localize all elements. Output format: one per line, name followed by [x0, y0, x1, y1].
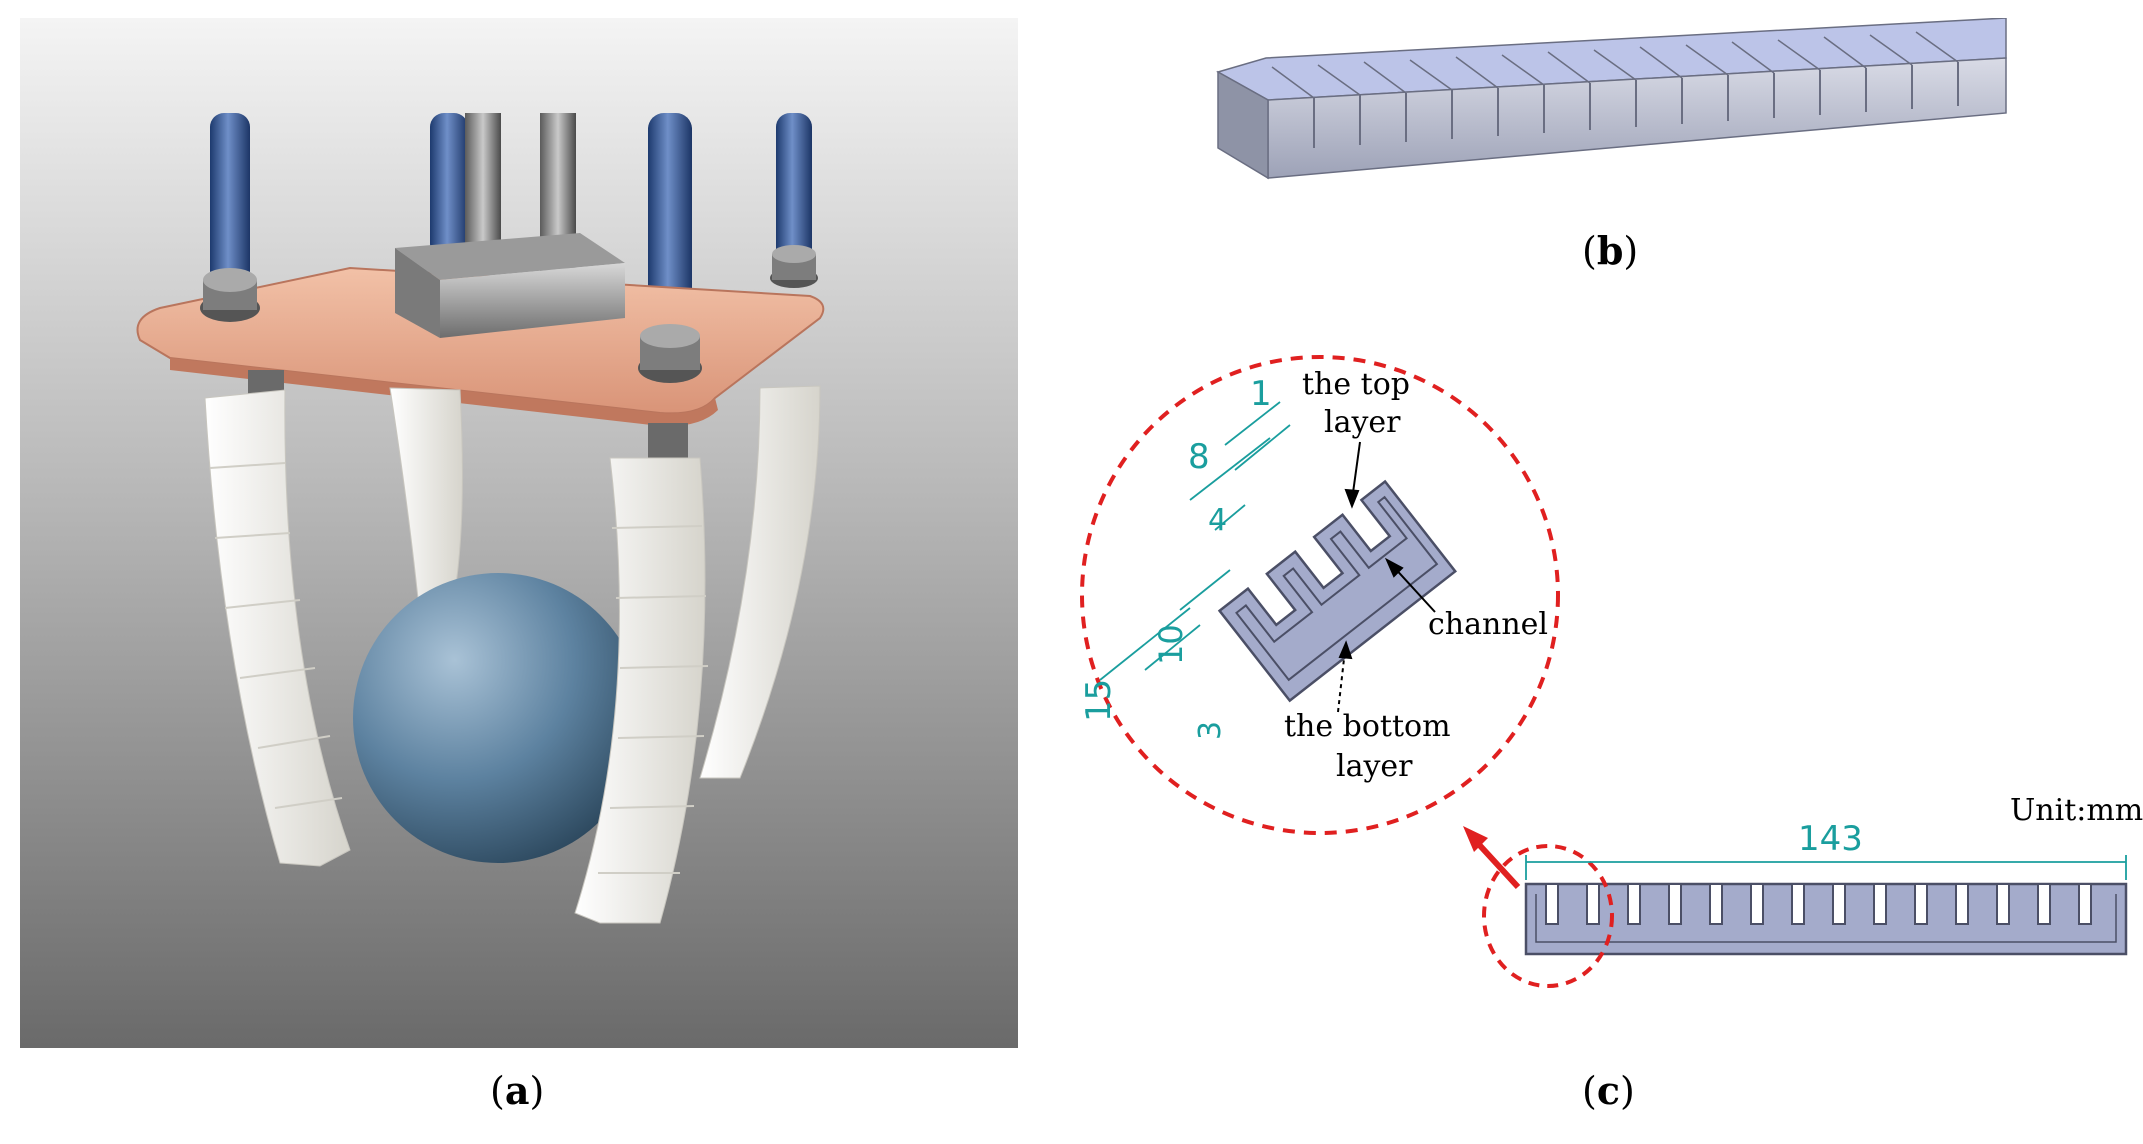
dim-4: 4	[1208, 503, 1227, 538]
label-channel: channel	[1428, 607, 1548, 642]
label-top-layer-2: layer	[1324, 405, 1401, 440]
dim-143: 143	[1798, 819, 1863, 859]
dim-15: 15	[1079, 679, 1119, 722]
label-bottom-layer-1: the bottom	[1284, 709, 1451, 744]
fittings	[200, 245, 818, 475]
finger-back-right	[699, 385, 821, 779]
cross-section-drawing: 1 8 4 10 15 3 the top layer channel the …	[1079, 355, 2143, 988]
dim-10: 10	[1152, 624, 1190, 665]
slotted-bar-3d	[1216, 17, 2007, 180]
length-dimension	[1525, 855, 2127, 880]
annotation-arrows	[1337, 441, 1436, 713]
highlight-circle	[1482, 844, 1614, 988]
dimension-lines	[1099, 401, 1291, 681]
caption-c: (c)	[1582, 1068, 1635, 1113]
gripper-illustration	[20, 18, 1018, 1048]
label-bottom-layer-2: layer	[1336, 749, 1413, 784]
caption-b: (b)	[1582, 228, 1639, 273]
caption-a: (a)	[490, 1068, 545, 1113]
central-block	[395, 233, 625, 338]
dim-8: 8	[1188, 437, 1210, 477]
unit-label: Unit:mm	[2010, 793, 2143, 828]
grasped-ball	[353, 573, 643, 863]
magnify-arrow	[1463, 826, 1521, 890]
bar-side-view	[1524, 882, 2128, 956]
render-background	[20, 18, 1018, 1048]
slotted-bar-cad	[1210, 17, 2010, 198]
dim-1: 1	[1250, 374, 1272, 414]
label-top-layer-1: the top	[1302, 367, 1410, 402]
dim-3: 3	[1193, 721, 1228, 740]
finger-front-left	[204, 389, 351, 867]
gripper-render	[20, 18, 1018, 1048]
finger-front-right	[574, 457, 709, 924]
cross-section-detail	[1217, 479, 1458, 703]
magnified-detail-circle	[1080, 355, 1560, 835]
